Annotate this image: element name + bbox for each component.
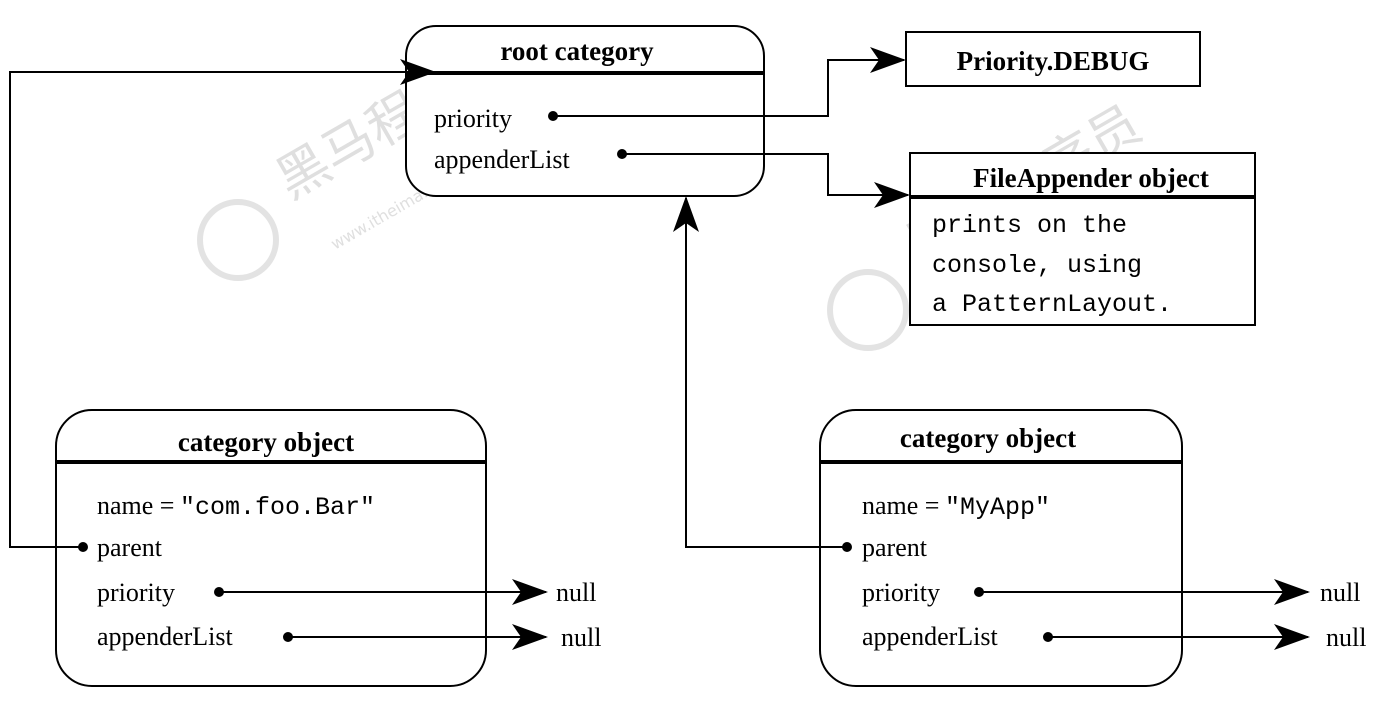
myapp-parent-dot	[842, 542, 852, 552]
root-category-title: root category	[500, 36, 654, 66]
category-myapp-parent-label: parent	[862, 533, 928, 562]
file-appender-box: FileAppender object prints on the consol…	[909, 152, 1256, 326]
priority-debug-label: Priority.DEBUG	[957, 46, 1150, 76]
foo-bar-appenderlist-dot	[283, 632, 293, 642]
category-foo-bar-name-label: name =	[97, 491, 174, 520]
foo-bar-appenderlist-null: null	[561, 623, 601, 652]
myapp-appenderlist-null: null	[1326, 623, 1366, 652]
category-foo-bar-name-value: "com.foo.Bar"	[180, 493, 375, 522]
myapp-priority-null: null	[1320, 578, 1360, 607]
foo-bar-parent-arrow	[9, 59, 436, 548]
priority-debug-box: Priority.DEBUG	[905, 31, 1201, 87]
foo-bar-priority-null: null	[556, 578, 596, 607]
file-appender-line-2: console, using	[932, 251, 1142, 280]
myapp-parent-arrow	[673, 196, 845, 548]
category-myapp-title: category object	[900, 423, 1076, 453]
category-foo-bar-box: category object name = "com.foo.Bar" par…	[55, 409, 487, 687]
category-foo-bar-parent-label: parent	[97, 533, 163, 562]
root-appenderlist-dot	[617, 149, 627, 159]
category-myapp-priority-label: priority	[862, 578, 940, 607]
file-appender-line-3: a PatternLayout.	[932, 290, 1172, 319]
category-foo-bar-appenderlist-label: appenderList	[97, 622, 234, 651]
category-myapp-box: category object name = "MyApp" parent pr…	[819, 409, 1183, 687]
root-priority-label: priority	[434, 104, 512, 133]
myapp-priority-dot	[974, 587, 984, 597]
root-appenderlist-arrow	[622, 153, 910, 208]
category-foo-bar-title: category object	[178, 427, 354, 457]
root-appenderlist-label: appenderList	[434, 145, 571, 174]
root-priority-arrow	[553, 47, 906, 117]
foo-bar-parent-dot	[78, 542, 88, 552]
foo-bar-priority-dot	[214, 587, 224, 597]
root-category-box: root category priority appenderList	[405, 25, 765, 197]
file-appender-title: FileAppender object	[973, 163, 1209, 193]
category-myapp-name-value: "MyApp"	[945, 493, 1050, 522]
myapp-appenderlist-dot	[1043, 632, 1053, 642]
category-foo-bar-priority-label: priority	[97, 578, 175, 607]
file-appender-line-1: prints on the	[932, 211, 1127, 240]
category-myapp-appenderlist-label: appenderList	[862, 622, 999, 651]
category-myapp-name-label: name =	[862, 491, 939, 520]
root-priority-dot	[548, 111, 558, 121]
